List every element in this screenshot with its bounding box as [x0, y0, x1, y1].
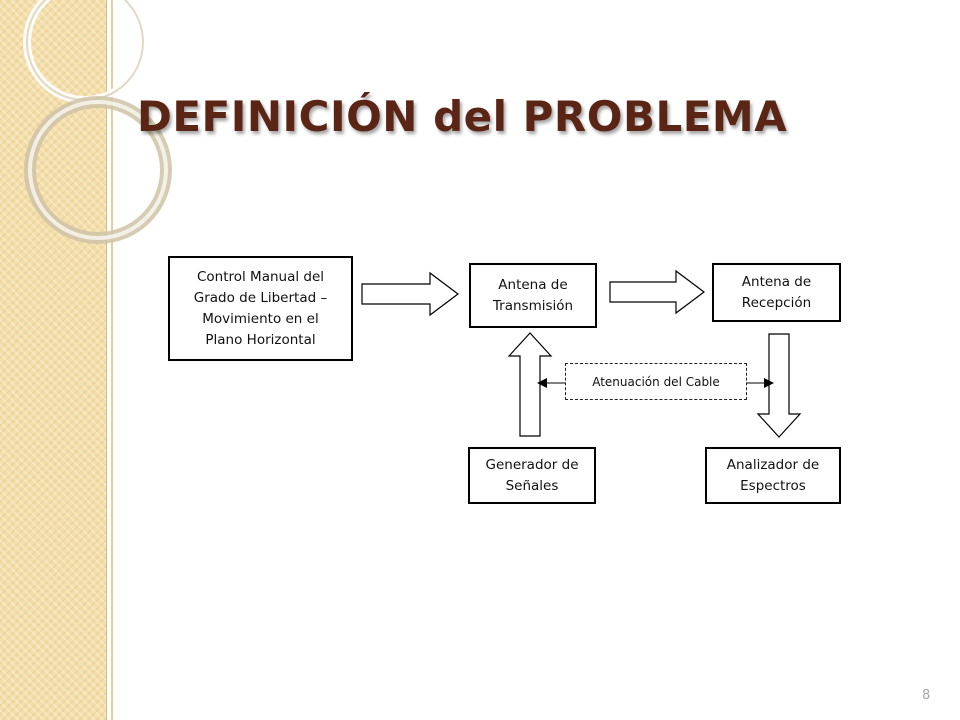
- cable-arrowhead-right-icon: [764, 378, 774, 388]
- cable-arrowhead-left-icon: [537, 378, 547, 388]
- node-cable-attenuation: Atenuación del Cable: [565, 363, 747, 400]
- arrow-rx-to-analyzer-icon: [756, 333, 802, 438]
- node-spectrum-analyzer: Analizador de Espectros: [705, 447, 841, 504]
- node-signal-generator-label: Generador de Señales: [485, 456, 579, 494]
- node-cable-attenuation-label: Atenuación del Cable: [592, 374, 720, 389]
- arrow-tx-to-rx-icon: [609, 269, 705, 315]
- node-rx-antenna: Antena de Recepción: [712, 263, 841, 322]
- ring-inner-highlight-icon: [28, 100, 168, 240]
- node-tx-antenna: Antena de Transmisión: [469, 263, 597, 328]
- arrow-control-to-tx-icon: [361, 271, 459, 317]
- node-rx-antenna-label: Antena de Recepción: [741, 273, 812, 311]
- decorative-rings: [23, 0, 172, 244]
- node-control-manual: Control Manual del Grado de Libertad – M…: [168, 256, 353, 361]
- node-spectrum-analyzer-label: Analizador de Espectros: [726, 456, 820, 494]
- page-number: 8: [922, 688, 931, 703]
- node-control-manual-label: Control Manual del Grado de Libertad – M…: [193, 268, 328, 348]
- node-tx-antenna-label: Antena de Transmisión: [492, 276, 574, 314]
- arrow-generator-to-tx-icon: [507, 332, 553, 437]
- sidebar-divider: [111, 0, 113, 720]
- node-signal-generator: Generador de Señales: [468, 447, 596, 504]
- slide-title: DEFINICIÓN del PROBLEMA: [137, 92, 788, 141]
